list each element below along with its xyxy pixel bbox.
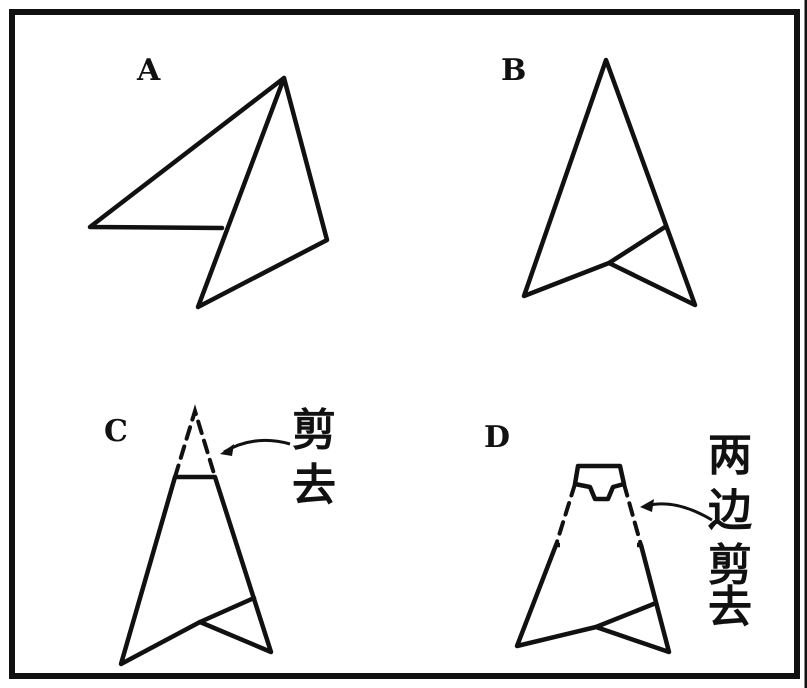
panel-a-front-triangle [198,78,327,307]
panel-c: C 剪 去 [104,405,336,664]
panel-b: B [501,53,695,305]
panel-c-note-arrow [224,440,290,452]
panel-c-note-char-2: 去 [292,460,336,511]
diagram-frame [12,12,797,676]
panel-d-trimmed-top [575,466,624,499]
panel-d-body [517,545,669,652]
panel-d-note-char-1: 两 [708,430,752,481]
panel-d-arrowhead [640,499,654,512]
panel-d-cut-left [556,484,575,545]
panel-d-note-char-2: 边 [708,485,752,536]
panel-d: D 两 边 剪 去 [484,420,752,652]
panel-d-note-arrow [646,504,712,520]
panel-c-fold-line [200,598,254,622]
panel-c-trimmed-body [121,477,271,664]
panel-d-fold-line [596,603,656,627]
panel-d-label: D [484,420,510,455]
panel-c-note-char-1: 剪 [292,405,336,456]
panel-c-label: C [104,414,128,449]
panel-b-fold-line [609,227,665,263]
panel-a-label: A [136,53,161,88]
panel-b-folded-triangle [524,60,695,305]
panel-c-cut-tip [175,411,215,477]
panel-b-label: B [501,53,526,88]
panel-a: A [90,53,327,307]
panel-c-arrowhead [220,444,234,456]
panel-d-cut-right [624,484,641,545]
panel-d-note-char-4: 去 [708,582,752,633]
